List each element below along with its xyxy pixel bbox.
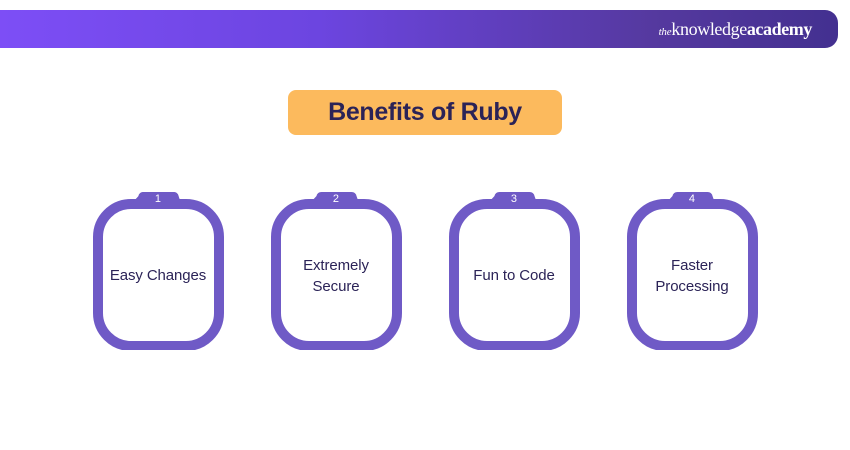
benefit-cards-row: 1 Easy Changes 2 Extremely Secure 3 Fun … (0, 190, 850, 355)
benefit-card-3[interactable]: 3 Fun to Code (447, 190, 582, 350)
card-outline-shape (92, 192, 224, 350)
card-outline-shape (626, 192, 758, 350)
card-label: Faster Processing (655, 256, 729, 295)
benefit-card-4[interactable]: 4 Faster Processing (625, 190, 760, 350)
card-label: Fun to Code (473, 267, 555, 285)
brand-bold-text: academy (746, 19, 813, 39)
benefit-card-1[interactable]: 1 Easy Changes (91, 190, 226, 350)
card-label: Extremely Secure (303, 256, 369, 295)
card-label: Easy Changes (109, 267, 207, 285)
brand-regular-text: knowledge (671, 19, 747, 39)
page-title: Benefits of Ruby (328, 98, 522, 126)
brand-prefix-text: the (658, 26, 672, 38)
benefit-card-2[interactable]: 2 Extremely Secure (269, 190, 404, 350)
page-title-banner: Benefits of Ruby (288, 90, 562, 135)
card-outline-shape (270, 192, 402, 350)
card-outline-shape (448, 192, 580, 350)
